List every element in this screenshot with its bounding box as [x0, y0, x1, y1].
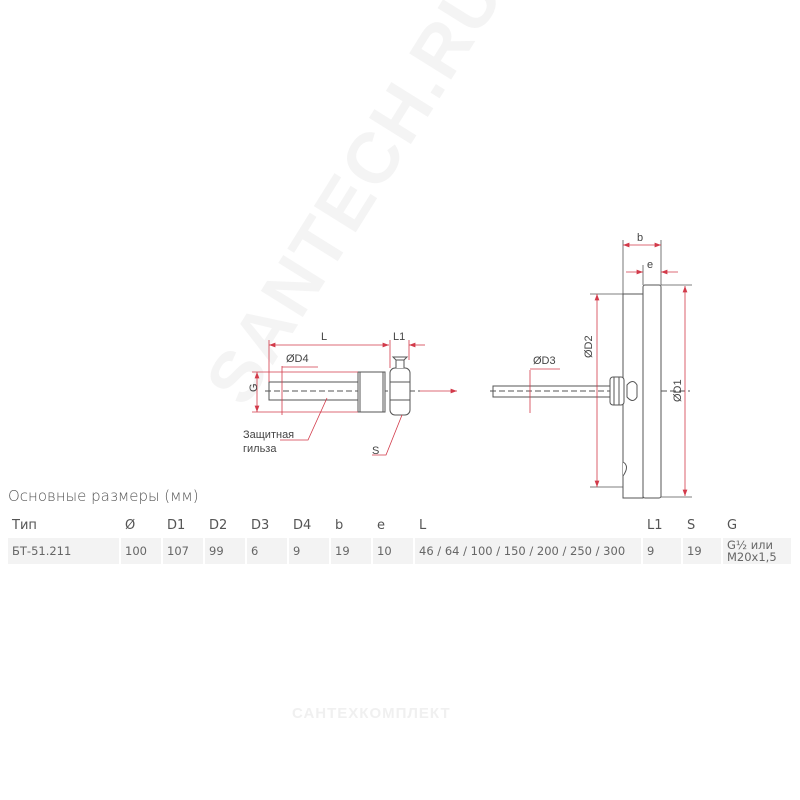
label-S: S: [372, 445, 379, 457]
cell-d4: 9: [289, 538, 329, 564]
table-header-row: Тип Ø D1 D2 D3 D4 b e L L1 S G: [8, 514, 791, 536]
cell-l1: 9: [643, 538, 681, 564]
label-e: e: [647, 259, 653, 271]
cell-d3: 6: [247, 538, 287, 564]
label-L: L: [321, 331, 327, 343]
label-D4: ØD4: [286, 353, 309, 365]
col-l1: L1: [647, 517, 663, 533]
col-g: G: [727, 517, 738, 533]
protective-sleeve-view: [265, 356, 420, 416]
thermometer-dimensions: [529, 240, 692, 498]
cell-l: 46 / 64 / 100 / 150 / 200 / 250 / 300: [415, 538, 641, 564]
col-diameter: Ø: [125, 517, 136, 533]
sleeve-thread: [357, 371, 386, 413]
table-row: БТ-51.211 100 107 99 6 9 19 10 46 / 64 /…: [8, 538, 791, 564]
col-type: Тип: [12, 517, 37, 533]
label-D2: ØD2: [583, 335, 595, 358]
fitting: [609, 376, 625, 406]
watermark-santehkomplekt: САНТЕХКОМПЛЕКТ: [292, 705, 451, 722]
cell-type: БТ-51.211: [8, 538, 119, 564]
table-title: Основные размеры (мм): [8, 487, 199, 505]
col-b: b: [335, 517, 344, 533]
cell-d1: 107: [163, 538, 203, 564]
label-b: b: [637, 232, 643, 244]
screw: [391, 356, 409, 368]
knob: [626, 381, 638, 401]
cell-d2: 99: [205, 538, 245, 564]
col-e: e: [377, 517, 385, 533]
clip: [622, 461, 627, 477]
label-sleeve-2: гильза: [243, 443, 277, 455]
col-d2: D2: [209, 517, 228, 533]
hex-nut: [389, 367, 411, 416]
label-D1: ØD1: [672, 379, 684, 402]
label-D3: ØD3: [533, 355, 556, 367]
cell-g: G½ или M20x1,5: [723, 538, 791, 564]
col-d4: D4: [293, 517, 312, 533]
cell-diameter: 100: [121, 538, 161, 564]
label-sleeve-1: Защитная: [243, 429, 294, 441]
col-s: S: [687, 517, 696, 533]
sleeve-dimensions: [252, 340, 457, 456]
label-L1: L1: [393, 331, 405, 343]
col-l: L: [419, 517, 427, 533]
col-d3: D3: [251, 517, 270, 533]
col-d1: D1: [167, 517, 186, 533]
thermometer-view: [490, 284, 690, 499]
dimensions-table: Тип Ø D1 D2 D3 D4 b e L L1 S G БТ-51.211…: [6, 512, 793, 566]
cell-e: 10: [373, 538, 413, 564]
cell-b: 19: [331, 538, 371, 564]
cell-s: 19: [683, 538, 721, 564]
label-G: G: [248, 383, 260, 392]
bezel: [642, 284, 662, 499]
